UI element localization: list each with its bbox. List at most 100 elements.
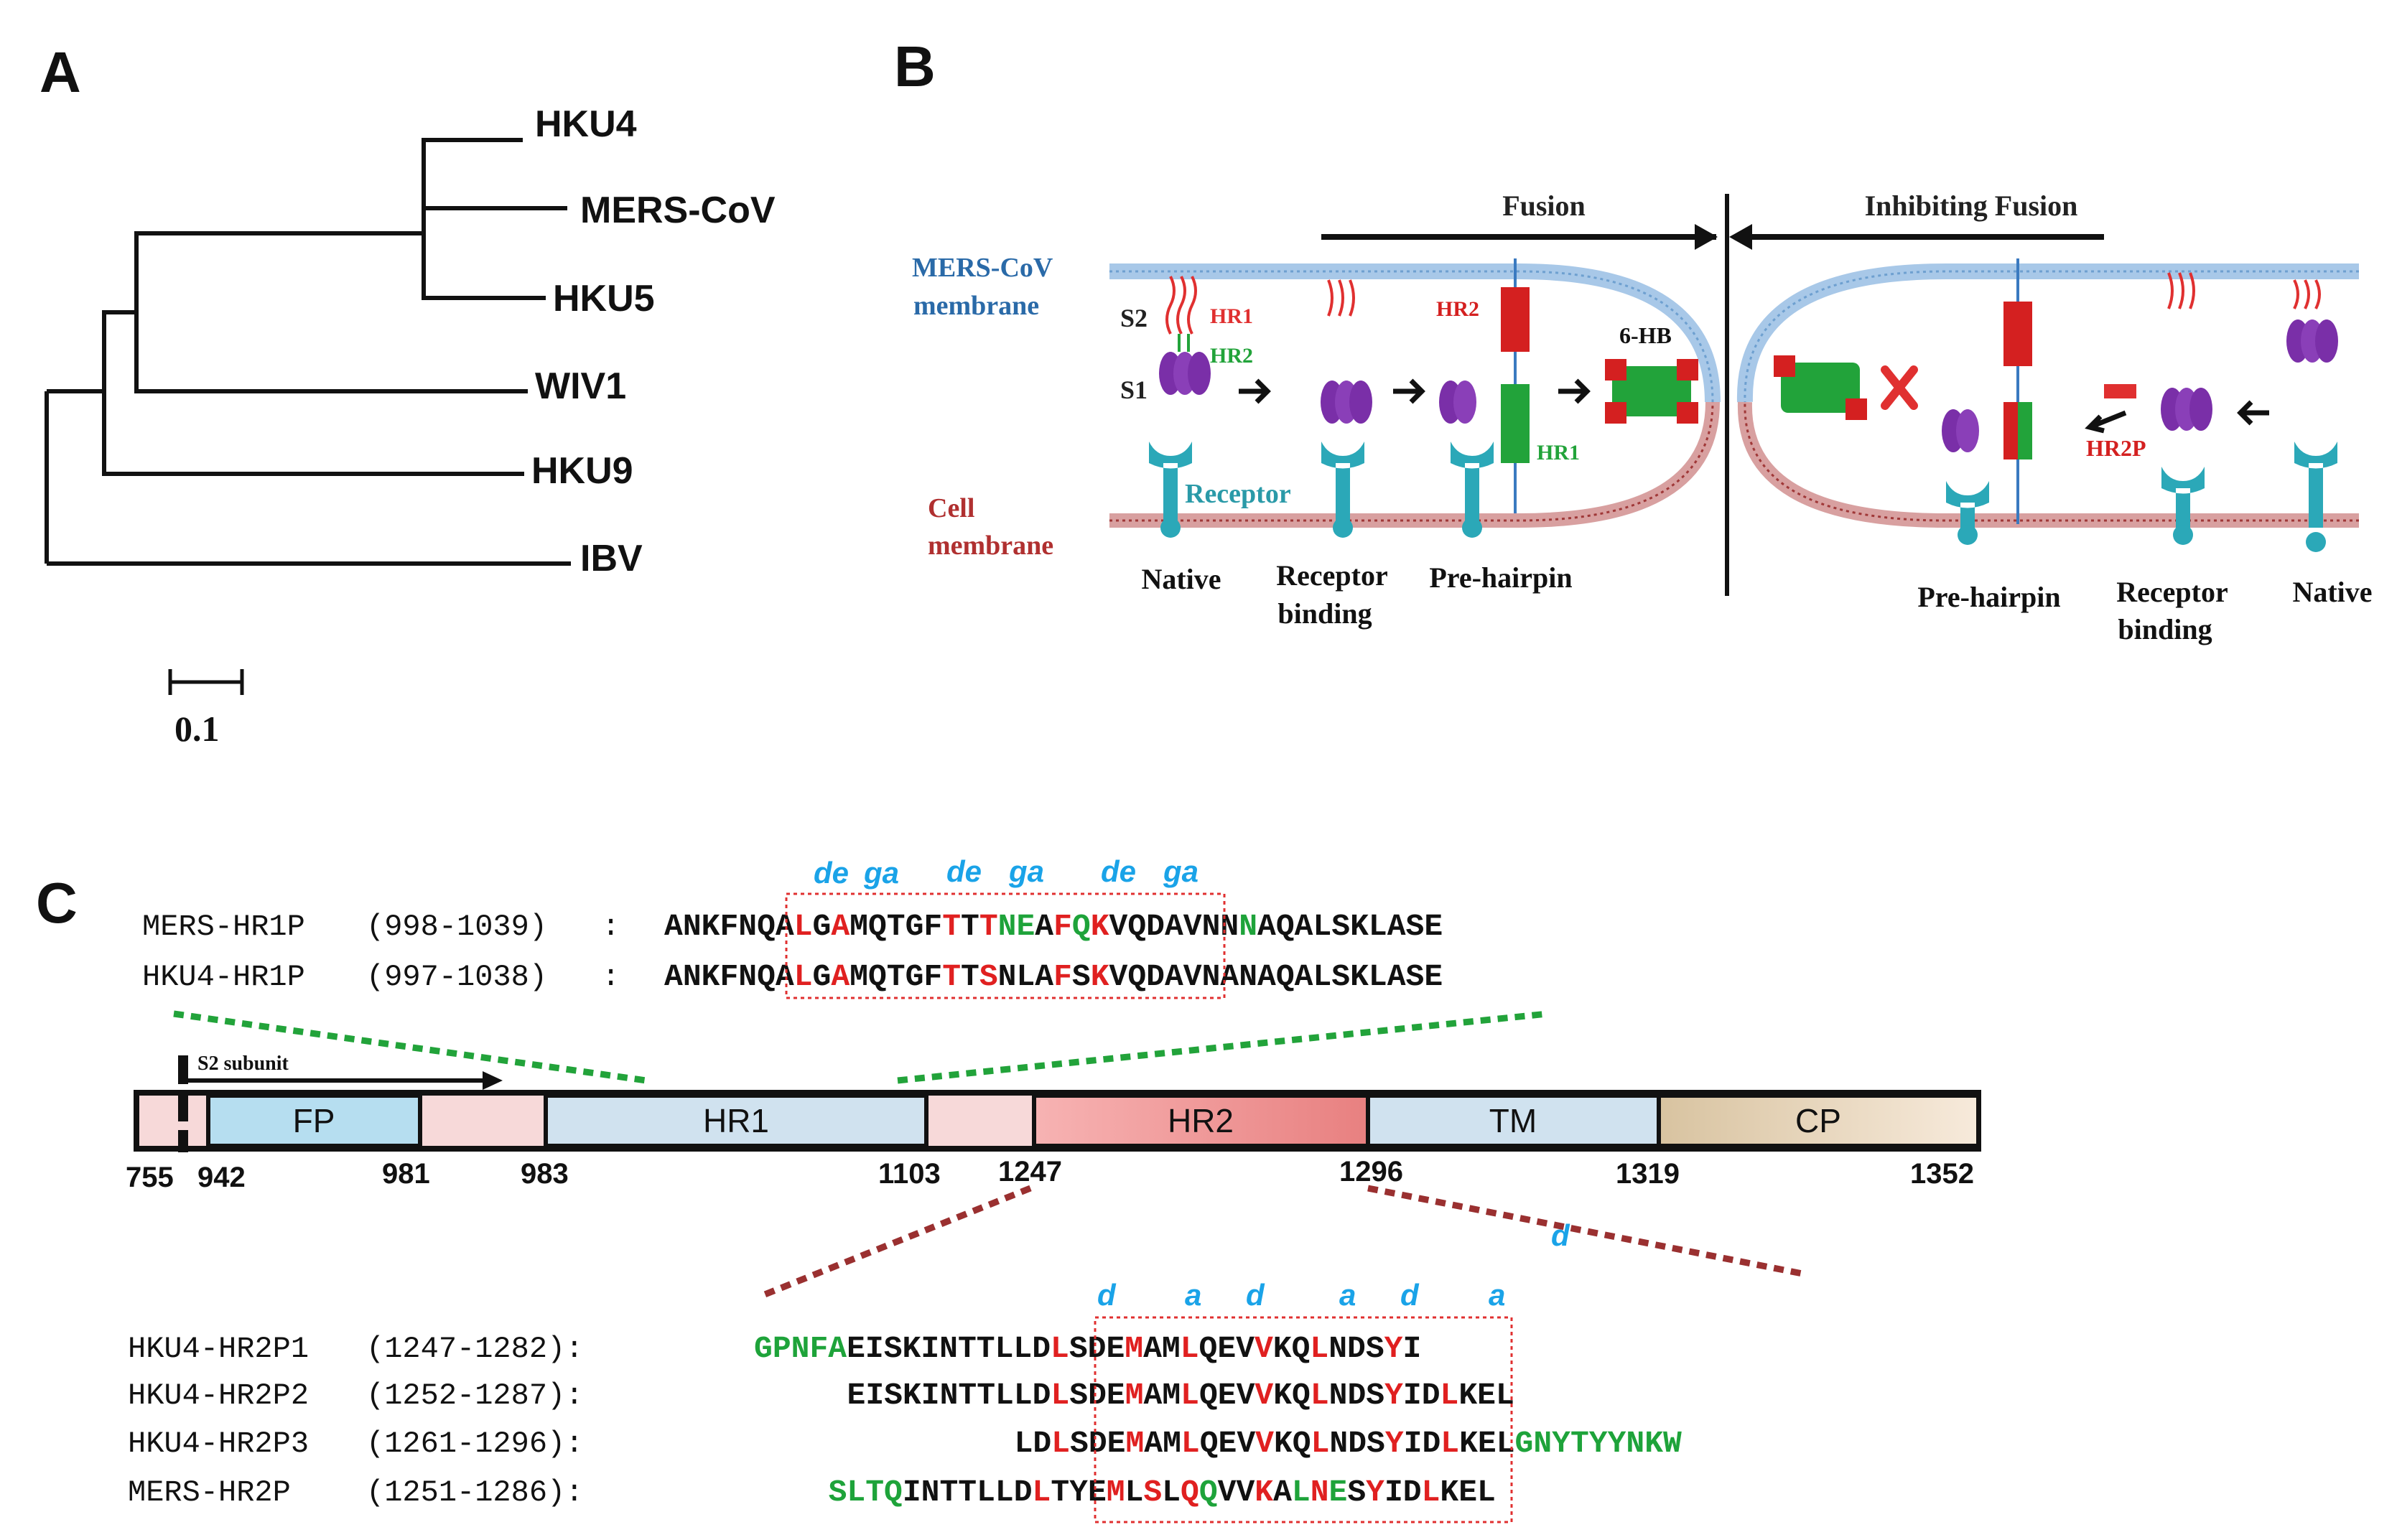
stage-prehairpin-right: Pre-hairpin bbox=[1917, 581, 2060, 613]
domain-label-hr1: HR1 bbox=[703, 1102, 769, 1139]
residue: L bbox=[1311, 1426, 1330, 1461]
domain-label-hr2: HR2 bbox=[1168, 1102, 1234, 1139]
residue: L bbox=[1422, 1475, 1440, 1510]
residue: S bbox=[884, 1331, 903, 1366]
domain-cp bbox=[1657, 1093, 1981, 1148]
hr1-heptad-row: de ga de ga de ga bbox=[814, 854, 1198, 890]
hr1-row-hku4: HKU4-HR1P (997-1038) : ANKFNQALGAMQTGFTT… bbox=[142, 959, 1443, 994]
residue: Q bbox=[1292, 1331, 1311, 1366]
residue: E bbox=[1219, 1426, 1237, 1461]
residue: N bbox=[1311, 1475, 1329, 1510]
residue: K bbox=[903, 1331, 921, 1366]
residue: Q bbox=[884, 1475, 903, 1510]
residue: Q bbox=[1293, 1426, 1311, 1461]
position-981: 981 bbox=[382, 1158, 430, 1190]
residue: K bbox=[1091, 959, 1109, 994]
residue: S bbox=[979, 959, 998, 994]
residue: L bbox=[794, 959, 813, 994]
zoom-line-hr1-right bbox=[897, 1010, 1548, 1084]
tree-branch-hku5 bbox=[422, 233, 546, 300]
residue: L bbox=[1016, 959, 1035, 994]
position-755: 755 bbox=[126, 1162, 174, 1193]
stage-receptor-right-2: binding bbox=[2118, 613, 2212, 645]
residue: D bbox=[1422, 1426, 1440, 1461]
residue: Y bbox=[1589, 1426, 1608, 1461]
receptor-label: Receptor bbox=[1185, 479, 1291, 509]
panel-label-c: C bbox=[36, 871, 78, 935]
residue: N bbox=[1220, 909, 1239, 944]
residue: V bbox=[1237, 1426, 1255, 1461]
residue: I bbox=[865, 1331, 884, 1366]
residue: K bbox=[903, 1378, 921, 1413]
residue: E bbox=[1218, 1378, 1237, 1413]
residue: D bbox=[1033, 1378, 1051, 1413]
residue: E bbox=[1106, 1331, 1125, 1366]
residue: K bbox=[1255, 1475, 1273, 1510]
residue: M bbox=[1125, 1378, 1144, 1413]
residue: S bbox=[1347, 1475, 1366, 1510]
s2-label: S2 bbox=[1120, 304, 1148, 332]
domain-hr1 bbox=[544, 1093, 928, 1148]
residue: N bbox=[791, 1331, 810, 1366]
s2-subunit-arrowhead bbox=[483, 1071, 503, 1090]
residue: L bbox=[1051, 1331, 1069, 1366]
residue: Y bbox=[1384, 1378, 1403, 1413]
residue: S bbox=[1366, 1378, 1384, 1413]
residue: S bbox=[1406, 959, 1425, 994]
residue: A bbox=[1273, 1475, 1292, 1510]
hr2-row-name: HKU4-HR2P2 bbox=[128, 1378, 309, 1413]
residue: T bbox=[979, 909, 998, 944]
viral-membrane-label-2: membrane bbox=[913, 291, 1039, 321]
hr1-highlight-box bbox=[785, 892, 1226, 999]
residue: E bbox=[1217, 1331, 1236, 1366]
residue: L bbox=[1440, 1378, 1459, 1413]
residue: S bbox=[1367, 1426, 1385, 1461]
position-1103: 1103 bbox=[878, 1158, 941, 1190]
residue: L bbox=[1181, 1426, 1200, 1461]
residue: E bbox=[1088, 1475, 1107, 1510]
hr2-heptad-6: a bbox=[1489, 1278, 1505, 1312]
six-helix-bundle-right bbox=[1774, 355, 1867, 420]
hr2-heptad-1: d bbox=[1097, 1278, 1117, 1312]
residue: A bbox=[831, 909, 850, 944]
residue: A bbox=[1220, 959, 1239, 994]
domain-hr2 bbox=[1032, 1093, 1370, 1148]
tree-label-mers: MERS-CoV bbox=[580, 190, 776, 231]
residue: F bbox=[1053, 909, 1072, 944]
residue: Y bbox=[1366, 1475, 1384, 1510]
residue: T bbox=[942, 959, 961, 994]
residue: V bbox=[1255, 1378, 1273, 1413]
residue: Y bbox=[1552, 1426, 1570, 1461]
residue: L bbox=[1051, 1378, 1069, 1413]
hr2-row-name: HKU4-HR2P1 bbox=[128, 1332, 309, 1366]
hr1-heptad-3: de bbox=[946, 854, 982, 888]
residue: V bbox=[1236, 1331, 1255, 1366]
residue: F bbox=[720, 959, 738, 994]
residue: Q bbox=[1072, 909, 1091, 944]
residue: A bbox=[1295, 959, 1313, 994]
viral-membrane bbox=[1109, 263, 2359, 403]
domain-map: FP HR1 HR2 TM CP S2 subunit bbox=[134, 1053, 1981, 1152]
residue: S bbox=[1072, 959, 1091, 994]
residue: L bbox=[995, 1331, 1014, 1366]
residue: I bbox=[1384, 1475, 1403, 1510]
hr2-row-1: HKU4-HR2P1 (1247-1282): GPNFAEISKINTTLLD… bbox=[128, 1331, 1421, 1366]
stage-native-right: Native bbox=[2292, 576, 2372, 608]
residue: K bbox=[702, 909, 720, 944]
residue: I bbox=[1402, 1331, 1421, 1366]
residue: T bbox=[961, 959, 979, 994]
residue: G bbox=[813, 909, 832, 944]
residue: K bbox=[1273, 1378, 1292, 1413]
residue: V bbox=[1255, 1426, 1274, 1461]
hr1-row-colon: : bbox=[602, 960, 620, 994]
residue: T bbox=[1051, 1475, 1069, 1510]
residue: Q bbox=[1292, 1378, 1311, 1413]
hr2-row-range: (1252-1287): bbox=[366, 1378, 583, 1413]
residue: F bbox=[1053, 959, 1072, 994]
residue: M bbox=[1107, 1475, 1125, 1510]
residue: A bbox=[1165, 959, 1183, 994]
residue: A bbox=[828, 1331, 847, 1366]
residue: L bbox=[995, 1475, 1014, 1510]
tree-branch-hku9 bbox=[102, 312, 524, 476]
stage-receptor-right-1: Receptor bbox=[2116, 576, 2228, 608]
